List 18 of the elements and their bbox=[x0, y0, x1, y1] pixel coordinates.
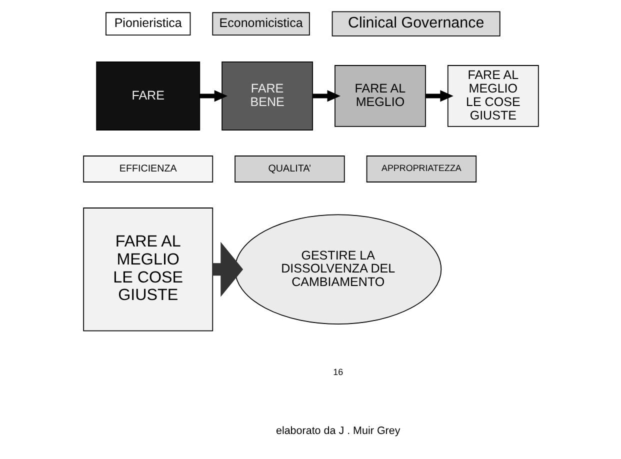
node-box: APPROPRIATEZZA bbox=[366, 156, 476, 182]
node-box: FARE BENE bbox=[221, 61, 313, 130]
label: 16 bbox=[332, 367, 343, 378]
label: elaborato da J . Muir Grey bbox=[275, 424, 400, 437]
arrow bbox=[212, 242, 243, 297]
node-box: Clinical Governance bbox=[331, 11, 500, 36]
node-box: FARE bbox=[96, 61, 200, 130]
arrow bbox=[312, 90, 340, 102]
node-box: QUALITA’ bbox=[234, 156, 344, 182]
node-box: Economicistica bbox=[212, 12, 310, 36]
node-ellipse: GESTIRE LA DISSOLVENZA DEL CAMBIAMENTO bbox=[234, 214, 442, 324]
node-box: FARE AL MEGLIO LE COSE GIUSTE bbox=[82, 208, 213, 332]
node-box: FARE AL MEGLIO bbox=[334, 65, 426, 127]
node-box: FARE AL MEGLIO LE COSE GIUSTE bbox=[446, 65, 538, 127]
arrow bbox=[425, 90, 453, 102]
node-box: Pionieristica bbox=[105, 12, 190, 36]
node-box: EFFICIENZA bbox=[82, 156, 213, 182]
arrow bbox=[199, 90, 228, 102]
